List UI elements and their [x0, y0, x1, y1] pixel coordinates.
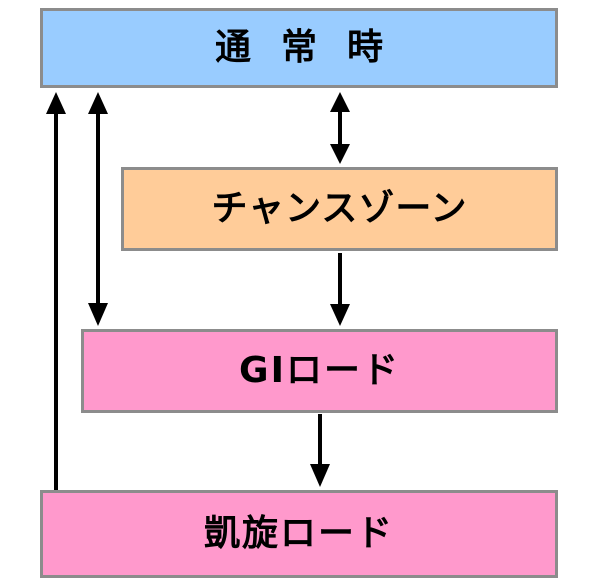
state-box-normal: 通常時 — [40, 8, 558, 88]
state-label-gi-road: GIロード — [239, 350, 400, 391]
state-box-chance-zone: チャンスゾーン — [121, 167, 558, 251]
state-label-chance-zone: チャンスゾーン — [211, 188, 468, 229]
state-label-gaisen-road: 凱旋ロード — [203, 513, 394, 554]
arrow-normal-chance-bidirectional — [330, 92, 350, 164]
arrow-gi-to-gaisen — [310, 414, 330, 487]
arrow-gaisen-to-normal — [46, 92, 66, 490]
state-box-gaisen-road: 凱旋ロード — [40, 490, 558, 578]
arrow-chance-to-gi — [330, 253, 350, 326]
arrow-normal-gi-bidirectional — [88, 92, 108, 326]
state-label-normal: 通常時 — [214, 27, 413, 68]
state-box-gi-road: GIロード — [81, 329, 558, 413]
